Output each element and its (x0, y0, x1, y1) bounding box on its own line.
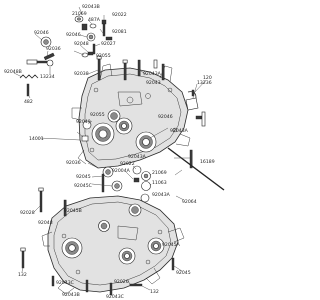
callout-92043c: 92043C (56, 280, 74, 286)
bearing-right-lower (147, 237, 165, 255)
bracket-13236 (185, 97, 199, 111)
callout-92055: 92055 (96, 53, 111, 59)
spring-top-left (19, 74, 39, 79)
bearing-left-upper (91, 122, 115, 146)
callout-16189: 16189 (200, 159, 215, 165)
callout-92048b: 92048B (4, 69, 22, 75)
callout-132a: 132 (18, 272, 27, 278)
callout-92081: 92081 (112, 29, 127, 35)
stud-lower-left (63, 199, 67, 217)
callout-120: 120 (203, 75, 212, 81)
callout-13236: 13236 (197, 80, 212, 86)
rod-center (101, 173, 105, 193)
callout-14001: 14001 (29, 136, 44, 142)
callout-92036b: 92036 (66, 160, 81, 166)
callout-132b: 132 (150, 289, 159, 295)
lower-crankcase-half (41, 195, 185, 295)
callout-92043a3: 92043A (128, 154, 147, 160)
stud-upper-far-right (161, 63, 165, 81)
callout-92043a4: 92043A (152, 192, 171, 198)
parts-diagram-stage: 92043B 21069 487A 92022 92046 92081 9202… (4, 4, 225, 300)
callout-92048c: 92048 (38, 220, 53, 226)
callout-92046b: 92046 (34, 30, 49, 36)
callout-92038: 92038 (74, 71, 89, 77)
bolt-92081 (105, 36, 113, 41)
bolt-left-middle (38, 187, 44, 213)
shaft-top-left (43, 52, 55, 67)
callout-92045: 92045 (76, 174, 91, 180)
callout-92027: 92027 (101, 41, 116, 47)
callout-92043c2: 92043C (106, 294, 124, 300)
callout-92045a: 92045A (162, 242, 181, 248)
stud-right-top (137, 59, 141, 77)
bearing-center-lower (118, 247, 136, 265)
bearing-92045c (111, 180, 123, 192)
oil-seal-top-left (40, 36, 52, 48)
ring-487a (89, 23, 97, 29)
bolt-132-right (129, 283, 143, 287)
callout-92045d: 92045 (176, 270, 191, 276)
callout-482: 482 (24, 99, 33, 105)
callout-21069b: 21069 (152, 170, 167, 176)
callout-487a: 487A (88, 17, 101, 23)
callout-92028: 92028 (20, 210, 35, 216)
bolt-lower-center (85, 279, 113, 296)
callout-92043b2: 92043B (62, 292, 80, 298)
bearing-right-upper (135, 131, 157, 153)
stud-upper-left (96, 55, 102, 81)
shift-shaft-right (195, 111, 206, 127)
callout-92026: 92026 (114, 279, 129, 285)
leader-lines (13, 6, 207, 291)
washer-92043a4 (140, 193, 150, 203)
stud-upper-right (122, 59, 128, 81)
bolt-top-left (26, 59, 48, 65)
callout-92022b: 92022 (120, 161, 135, 167)
bearing-lower-small (98, 220, 110, 232)
bolt-lower-left-2 (51, 275, 55, 287)
callout-92064: 92064 (182, 199, 197, 205)
callout-92004a: 92004A (112, 168, 131, 174)
bearing-center-upper (115, 117, 133, 135)
callout-92049: 92049 (76, 119, 91, 125)
callout-13234: 13234 (40, 74, 55, 80)
callout-92043a: 92043A (143, 71, 162, 77)
cap-11063 (141, 181, 151, 191)
callout-92046a: 92046 (66, 32, 81, 38)
callout-92036a: 92036 (46, 46, 61, 52)
dowel-right (153, 59, 158, 69)
bolt-132-left (20, 247, 26, 269)
callout-92055b: 92055 (90, 112, 105, 118)
seal-92046 (86, 32, 96, 42)
washer-92048 (81, 52, 89, 58)
callout-92022: 92022 (112, 12, 127, 18)
stud-16189 (189, 149, 193, 169)
nut-92004a (133, 177, 140, 183)
bearing-small-upper (107, 109, 121, 123)
callout-92043b: 92043B (82, 4, 100, 10)
callout-92045b: 92045B (64, 208, 82, 214)
plug-top-center (81, 23, 88, 31)
bolt-lower-right (171, 257, 175, 271)
bearing-92045 (102, 166, 114, 178)
pin-92055 (87, 51, 94, 56)
callout-11063: 11063 (152, 180, 167, 186)
pin-top-left (26, 83, 30, 97)
bolt-92022 (101, 19, 107, 37)
long-rod-92064 (167, 147, 225, 191)
callout-92043: 92043 (146, 80, 161, 86)
callout-92046c: 92046 (158, 114, 173, 120)
callout-21069: 21069 (72, 11, 87, 17)
collar-92036 (81, 135, 89, 142)
callout-92043a2: 92043A (170, 128, 189, 134)
callout-92045c: 92045C (74, 183, 92, 189)
callout-92048: 92048 (74, 41, 89, 47)
seal-21069b (141, 171, 151, 181)
crankcase-exploded-diagram: 92043B 21069 487A 92022 92046 92081 9202… (4, 4, 225, 300)
bearing-top-of-lower (128, 203, 142, 217)
stud-92027 (92, 43, 96, 55)
callout-labels: 92043B 21069 487A 92022 92046 92081 9202… (4, 4, 215, 300)
bearing-left-lower (61, 237, 83, 259)
